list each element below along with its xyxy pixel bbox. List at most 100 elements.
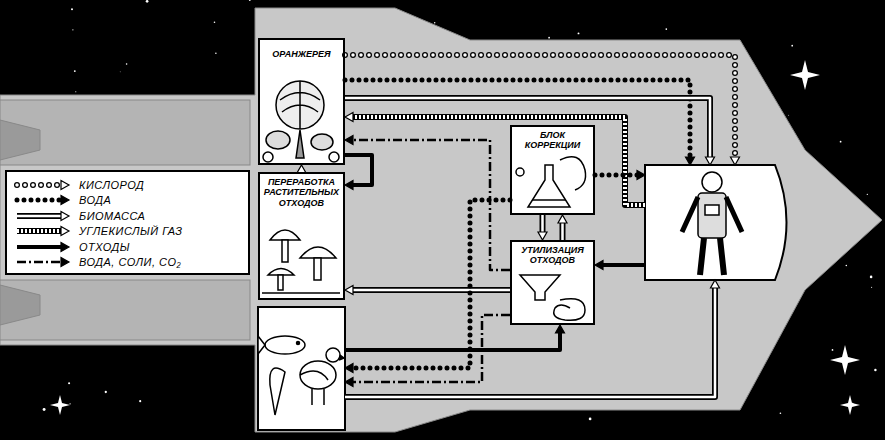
flow-mix-heads [345, 378, 353, 387]
flow-waste-heads [556, 325, 565, 333]
star [139, 400, 141, 402]
star [788, 114, 790, 116]
connector [541, 215, 544, 233]
star [589, 418, 592, 421]
star [434, 22, 435, 23]
box-label: ПЕРЕРАБОТКА РАСТИТЕЛЬНЫХ ОТХОДОВ [262, 177, 341, 208]
flow-mix [352, 140, 510, 270]
legend-text: ВОДА, СОЛИ, CO₂ [79, 256, 181, 268]
connector [540, 215, 546, 233]
legend-line [17, 213, 62, 219]
connector-head [558, 215, 567, 223]
flow-co2-heads [345, 113, 353, 122]
flow-wa-heads [637, 171, 645, 180]
flow-wa-head [686, 157, 695, 165]
star [105, 391, 107, 393]
flow-bio-heads [711, 280, 720, 288]
box-grounds [258, 38, 787, 430]
flow-bio-heads [345, 286, 353, 295]
flow-ox-head [731, 157, 740, 165]
legend-row: КИСЛОРОД [13, 177, 242, 193]
legend-line-heads [61, 211, 69, 220]
mushrooms [262, 230, 340, 293]
star [578, 32, 580, 34]
star [874, 369, 876, 371]
flow-waste-head [595, 261, 603, 270]
flow-bio-heads [706, 157, 715, 165]
flow-wa [352, 200, 510, 368]
flow-waste-head [345, 181, 353, 190]
star [119, 71, 121, 73]
legend-line-heads [61, 227, 69, 236]
star [68, 382, 70, 384]
ship-hull [0, 8, 882, 432]
legend-line-head [61, 196, 69, 205]
connector [560, 222, 566, 240]
legend-line [17, 198, 62, 203]
flow-bio-head [345, 286, 353, 295]
star [146, 0, 149, 3]
star [72, 29, 73, 30]
legend-sample [13, 179, 71, 191]
legend-line [17, 182, 62, 188]
flow-wa [595, 173, 638, 178]
legend-sample [13, 241, 71, 253]
legend-line-heads [61, 196, 69, 205]
flow-connector [538, 215, 547, 240]
legend-row: БИОМАССА [13, 208, 242, 224]
star [871, 287, 872, 288]
flow-ox [345, 55, 735, 158]
flow-mix-heads [345, 136, 353, 145]
legend-line-head [61, 211, 69, 220]
connector-heads [558, 215, 567, 223]
flow-mix [352, 315, 510, 382]
correction-unit-flask [516, 157, 586, 207]
star [870, 276, 873, 279]
flow-mix-head [345, 378, 353, 387]
star [846, 265, 848, 267]
flow-bio [352, 287, 510, 293]
star [214, 21, 216, 23]
flow-waste [345, 155, 372, 185]
legend-line-head [61, 180, 69, 189]
flow-wa-head [345, 364, 353, 373]
legend-line [17, 245, 62, 249]
process-box: ОРАНЖЕРЕЯ [258, 38, 345, 165]
legend-text: ОТХОДЫ [79, 241, 130, 253]
flow-co2 [352, 117, 645, 205]
legend: КИСЛОРОДВОДАБИОМАССАУГЛЕКИСЛЫЙ ГАЗОТХОДЫ… [5, 170, 250, 275]
legend-line [17, 215, 62, 218]
legend-sample [13, 256, 71, 268]
flow-waste-heads [345, 181, 353, 190]
legend-line-heads [61, 180, 69, 189]
star [126, 63, 128, 65]
greenhouse-plants [263, 81, 339, 162]
flow-connector [558, 215, 567, 240]
legend-text: УГЛЕКИСЛЫЙ ГАЗ [79, 225, 182, 237]
process-box: УТИЛИЗАЦИЯ ОТХОДОВ [510, 240, 595, 325]
star [791, 45, 793, 47]
flow-bio [345, 287, 715, 397]
flow-ox-heads [731, 157, 740, 165]
star [215, 52, 217, 54]
star [249, 0, 251, 1]
star [548, 37, 550, 39]
flow-bio [352, 289, 510, 292]
legend-sample [13, 225, 71, 237]
legend-text: КИСЛОРОД [79, 179, 144, 191]
fish-and-poultry [258, 336, 344, 415]
waste-unit-funnel [520, 275, 585, 320]
legend-row: ВОДА, СОЛИ, CO₂ [13, 255, 242, 271]
star [71, 8, 73, 10]
connector [561, 222, 564, 240]
legend-line [17, 228, 62, 234]
star [867, 194, 868, 195]
legend-text: БИОМАССА [79, 210, 145, 222]
legend-line [17, 183, 62, 187]
flow-bio [345, 98, 710, 158]
box-label: УТИЛИЗАЦИЯ ОТХОДОВ [514, 245, 591, 266]
astronaut-figure [682, 172, 742, 275]
connector-heads [538, 232, 547, 240]
legend-line-head [61, 258, 69, 267]
